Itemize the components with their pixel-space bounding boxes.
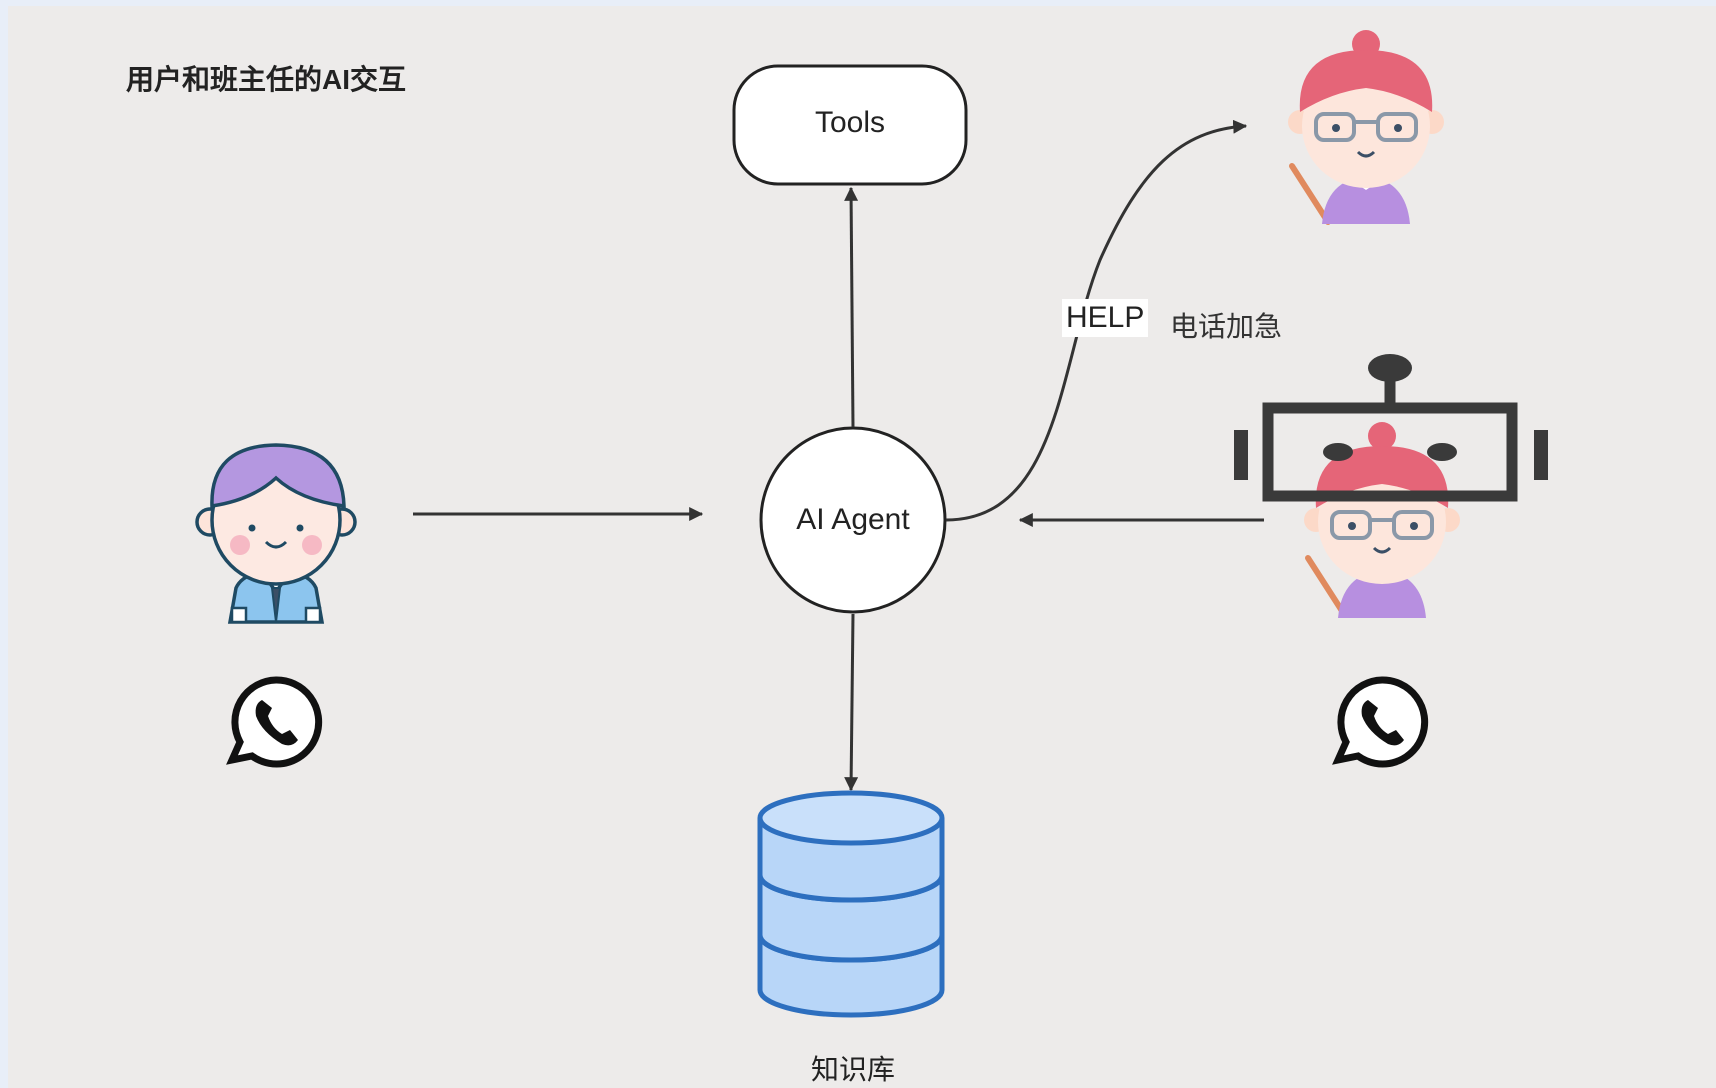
student-avatar-icon — [195, 443, 357, 624]
edge-agent-to-knowledge — [844, 613, 859, 792]
database-icon — [757, 790, 945, 1018]
robot-teacher-icon — [1234, 354, 1548, 618]
tools-node-label: Tools — [814, 106, 886, 139]
ai-agent-node[interactable] — [759, 426, 947, 614]
teacher-avatar-icon — [1288, 30, 1444, 225]
whatsapp-icon-left — [226, 676, 323, 768]
ai-agent-node-label: AI Agent — [796, 503, 910, 536]
whatsapp-icon-right — [1332, 676, 1429, 768]
edge-agent-to-teacher — [945, 119, 1248, 522]
urgent-call-label: 电话加急 — [1170, 311, 1283, 342]
diagram-title: 用户和班主任的AI交互 — [126, 64, 407, 95]
tools-node[interactable] — [732, 64, 968, 186]
edge-agent-to-tools — [844, 186, 859, 428]
knowledge-base-label: 知识库 — [810, 1054, 895, 1085]
help-edge-label: HELP — [1062, 299, 1149, 337]
